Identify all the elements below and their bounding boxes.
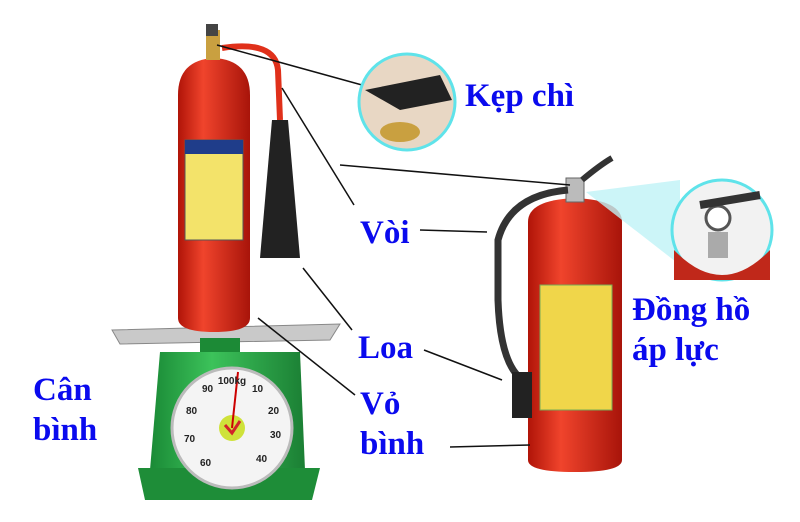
label-gauge: Đồng hồ áp lực <box>632 290 750 370</box>
dial-number: 90 <box>202 384 214 395</box>
weighing-scale: 100kg 90 10 80 20 70 30 60 40 <box>111 323 341 500</box>
label-shell: Vỏ bình <box>360 384 424 464</box>
label-shell-line2: bình <box>360 426 425 462</box>
powder-extinguisher <box>494 155 622 472</box>
dial-number: 10 <box>252 384 264 395</box>
dial-number: 40 <box>256 454 268 465</box>
label-seal-clip: Kẹp chì <box>465 78 575 114</box>
label-hose: Vòi <box>360 215 410 251</box>
dial-number: 20 <box>268 406 280 417</box>
label-scale: Cân bình <box>33 370 97 450</box>
label-gauge-line1: Đồng hồ <box>632 292 751 328</box>
co2-extinguisher <box>178 24 300 332</box>
dial-number: 60 <box>200 458 212 469</box>
dial-capacity: 100kg <box>218 376 246 387</box>
dial-number: 70 <box>184 434 196 445</box>
gauge-beam <box>586 180 680 265</box>
label-gauge-line2: áp lực <box>632 332 719 368</box>
dial-number: 80 <box>186 406 198 417</box>
label-shell-line1: Vỏ <box>360 386 401 422</box>
label-scale-line1: Cân <box>33 372 92 408</box>
label-horn: Loa <box>358 330 414 366</box>
seal-clip-callout <box>357 52 457 152</box>
dial-number: 30 <box>270 430 282 441</box>
label-scale-line2: bình <box>33 412 98 448</box>
leader-lines <box>216 44 571 448</box>
gauge-callout <box>670 178 774 282</box>
